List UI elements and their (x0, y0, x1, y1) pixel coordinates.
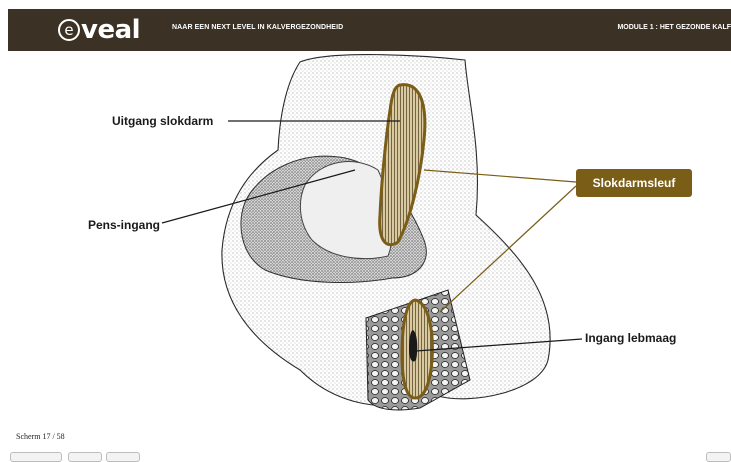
footer-button-4[interactable] (706, 452, 731, 462)
label-pens-ingang: Pens-ingang (88, 218, 160, 232)
screen-counter: Scherm 17 / 58 (16, 432, 65, 441)
label-ingang-lebmaag: Ingang lebmaag (585, 331, 676, 345)
label-slokdarmsleuf[interactable]: Slokdarmsleuf (576, 169, 692, 197)
footer-button-3[interactable] (106, 452, 140, 462)
footer-button-2[interactable] (68, 452, 102, 462)
label-uitgang-slokdarm: Uitgang slokdarm (112, 114, 213, 128)
footer-button-1[interactable] (10, 452, 62, 462)
